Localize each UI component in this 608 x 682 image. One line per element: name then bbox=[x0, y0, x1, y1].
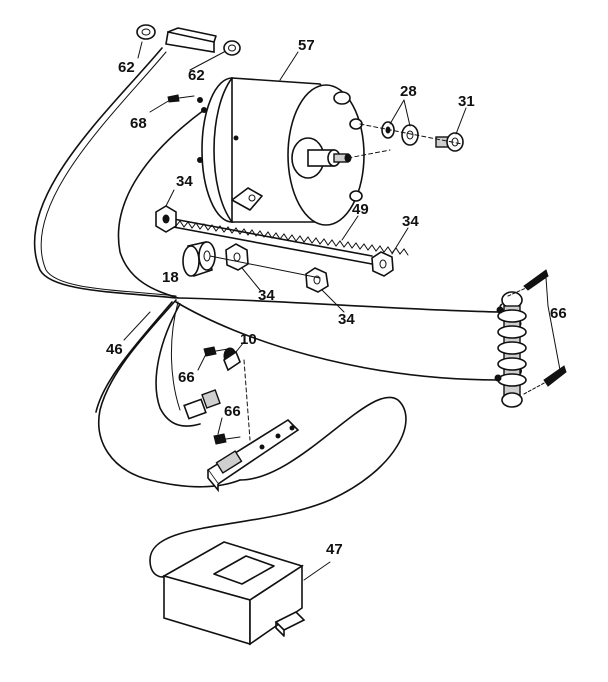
callout-labels: 57 62 62 68 28 31 34 49 34 18 34 34 46 1… bbox=[106, 37, 567, 558]
screw-part-66-upper bbox=[203, 346, 229, 357]
screw-part-66-lower bbox=[213, 433, 241, 445]
screw-part-68 bbox=[167, 94, 195, 103]
callout-68: 68 bbox=[130, 115, 147, 132]
callout-10: 10 bbox=[240, 331, 257, 348]
power-cord-part-46 bbox=[33, 47, 501, 578]
washer-part-28-b bbox=[401, 124, 419, 146]
motor-part-57 bbox=[197, 77, 391, 226]
callout-49: 49 bbox=[352, 201, 369, 218]
washer-part-28-a bbox=[381, 121, 395, 139]
callout-28: 28 bbox=[400, 83, 417, 100]
nut-part-34-right bbox=[371, 251, 394, 277]
callout-34-middle: 34 bbox=[258, 287, 275, 304]
switch-plate bbox=[206, 359, 300, 493]
leader-lines bbox=[123, 41, 561, 581]
callout-62-right: 62 bbox=[188, 67, 205, 84]
callout-46: 46 bbox=[106, 341, 123, 358]
threaded-rod-part-49 bbox=[167, 217, 409, 265]
spacer-part-62-top bbox=[136, 24, 156, 40]
control-box-part-47 bbox=[161, 541, 306, 646]
callout-47: 47 bbox=[326, 541, 343, 558]
wire-connector bbox=[183, 389, 221, 420]
spacer-part-18 bbox=[182, 241, 216, 278]
spring-coil-assembly bbox=[494, 291, 527, 408]
callout-34-left: 34 bbox=[176, 173, 193, 190]
screw-part-31 bbox=[435, 132, 464, 152]
switch-part-10 bbox=[223, 347, 241, 372]
nut-part-34-left bbox=[155, 205, 177, 233]
callout-66-spring: 66 bbox=[550, 305, 567, 322]
nut-part-34-middle bbox=[225, 243, 249, 271]
callout-66-switch-lower: 66 bbox=[224, 403, 241, 420]
callout-66-switch-upper: 66 bbox=[178, 369, 195, 386]
screw-part-66-spring-bottom bbox=[523, 365, 567, 395]
bracket-part bbox=[165, 27, 217, 53]
spacer-part-62-right bbox=[223, 40, 241, 56]
screw-part-66-spring-top bbox=[507, 269, 549, 297]
callout-34-right: 34 bbox=[402, 213, 419, 230]
callout-31: 31 bbox=[458, 93, 475, 110]
callout-62-left: 62 bbox=[118, 59, 135, 76]
callout-34-lower: 34 bbox=[338, 311, 355, 328]
callout-57: 57 bbox=[298, 37, 315, 54]
nut-part-34-lower bbox=[305, 267, 329, 293]
callout-18: 18 bbox=[162, 269, 179, 286]
